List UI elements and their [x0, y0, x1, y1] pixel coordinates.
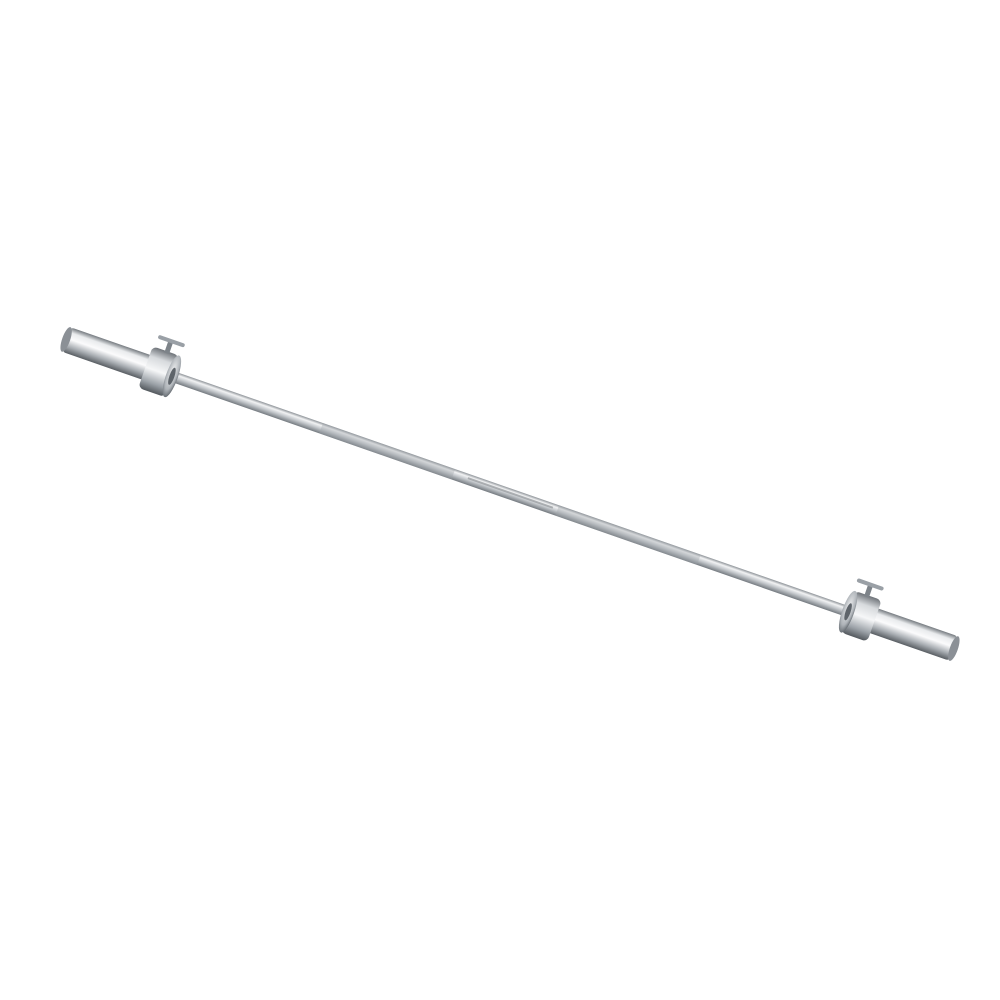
right-collar	[838, 578, 884, 641]
left-sleeve-end	[60, 327, 72, 352]
shaft-knurling	[319, 423, 701, 565]
left-collar	[139, 335, 185, 398]
right-clamp-handle	[856, 578, 884, 598]
right-sleeve-end	[948, 636, 960, 661]
left-clamp-handle	[158, 335, 185, 355]
barbell-shaft	[171, 372, 849, 616]
barbell	[60, 327, 960, 661]
